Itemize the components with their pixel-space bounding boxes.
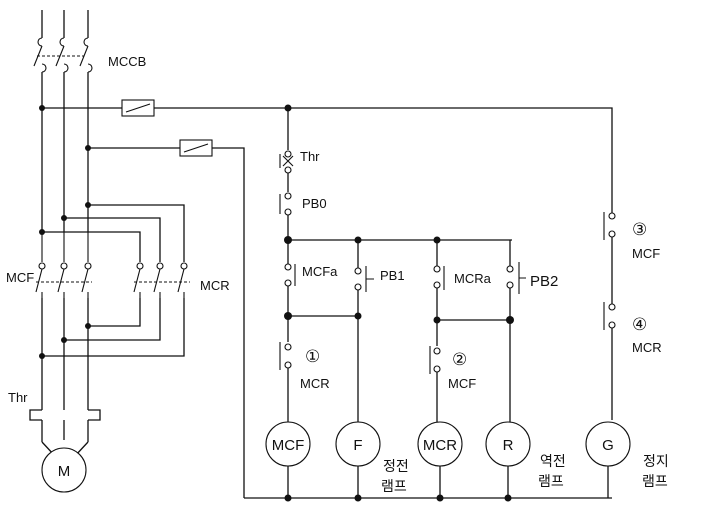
- motor-overload-label: Thr: [8, 390, 28, 405]
- reverse-lamp-caption-2: 램프: [538, 473, 564, 489]
- forward-lamp-caption-2: 램프: [381, 478, 407, 494]
- interlock-2-label: MCF: [448, 376, 476, 391]
- mccb-breaker: [33, 37, 93, 73]
- interlock-2-number: ②: [452, 350, 467, 369]
- thr-control-contact: [279, 150, 294, 174]
- mccb-label: MCCB: [108, 54, 146, 69]
- mcr-main-contacts: [133, 262, 190, 298]
- pb0-stop-button: [279, 192, 292, 216]
- svg-text:MCF: MCF: [272, 437, 305, 454]
- mcf-stop-lamp-contact: [603, 212, 616, 240]
- control-circuit: Thr PB0 MCFa PB1: [244, 104, 669, 502]
- reverse-lamp: R: [485, 421, 531, 467]
- mcr-coil: MCR: [417, 421, 463, 467]
- contact-4-label: MCR: [632, 340, 662, 355]
- pb2-label: PB2: [530, 273, 558, 290]
- mcf-contactor-label: MCF: [6, 270, 34, 285]
- svg-text:R: R: [503, 437, 514, 454]
- contact-3-label: MCF: [632, 246, 660, 261]
- svg-text:G: G: [602, 437, 614, 454]
- mcfa-label: MCFa: [302, 264, 338, 279]
- pb1-label: PB1: [380, 268, 405, 283]
- forward-lamp-caption-1: 정전: [383, 458, 409, 474]
- fuse-2: [179, 139, 213, 157]
- stop-lamp-caption-1: 정지: [643, 453, 669, 469]
- mcr-contactor-label: MCR: [200, 278, 230, 293]
- svg-text:MCR: MCR: [423, 437, 457, 454]
- thr-contact-label: Thr: [300, 149, 320, 164]
- pb0-label: PB0: [302, 196, 327, 211]
- contact-4-number: ④: [632, 315, 647, 334]
- mcr-stop-lamp-contact: [603, 302, 616, 330]
- mcf-coil: MCF: [265, 421, 311, 467]
- interlock-1-label: MCR: [300, 376, 330, 391]
- pb2-reverse-button: [506, 262, 526, 294]
- stop-lamp-caption-2: 램프: [642, 473, 668, 489]
- svg-text:F: F: [353, 437, 362, 454]
- mcf-main-contacts: [35, 232, 92, 298]
- contact-3-number: ③: [632, 220, 647, 239]
- fuse-1: [121, 99, 155, 117]
- stop-lamp: G: [585, 421, 631, 467]
- pb1-forward-button: [354, 266, 374, 292]
- mcra-label: MCRa: [454, 271, 492, 286]
- power-circuit: M MCCB MCF MCR Thr: [6, 10, 613, 498]
- mcf-interlock-contact: [429, 346, 441, 374]
- reverse-lamp-caption-1: 역전: [540, 453, 566, 469]
- mcfa-hold-contact: [284, 263, 296, 287]
- mcr-interlock-contact: [279, 342, 292, 370]
- forward-lamp: F: [335, 421, 381, 467]
- mcra-hold-contact: [433, 265, 445, 290]
- motor-label: M: [58, 463, 71, 480]
- interlock-1-number: ①: [305, 347, 320, 366]
- motor-circle: [41, 447, 87, 493]
- thermal-overload-relay: [29, 409, 101, 421]
